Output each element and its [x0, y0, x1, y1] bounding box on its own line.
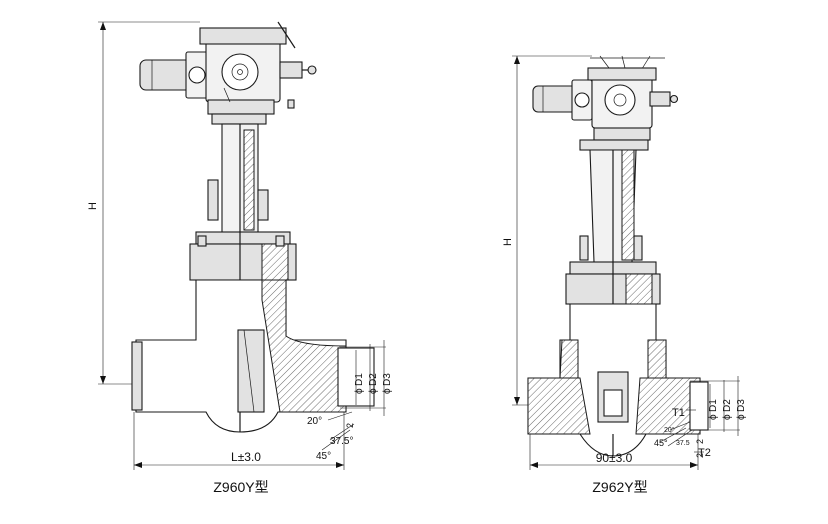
right-d3-label: D3	[736, 399, 747, 412]
right-diameter-dimensions: D1 D2 D3 ϕ ϕ ϕ	[690, 376, 747, 436]
left-body	[131, 279, 375, 433]
left-bevel-annotations: 20° 37.5° 45° 2	[307, 411, 355, 462]
valve-z960y: H	[87, 21, 393, 495]
right-body	[527, 303, 709, 457]
right-dim-2b: 2	[695, 453, 705, 458]
left-yoke	[189, 113, 297, 350]
right-angle-375: 37.5	[676, 440, 690, 447]
left-diameter-dimensions: D1 D2 D3 ϕ ϕ ϕ	[340, 340, 393, 416]
right-bevel-annotations: T1 T2 20° 37.5 45° 2 2	[654, 407, 711, 459]
left-d3-label: D3	[382, 373, 393, 386]
right-height-dimension: H	[502, 55, 592, 406]
right-l-label: 90±3.0	[596, 451, 633, 465]
left-height-dimension: H	[87, 21, 200, 385]
left-dim-2: 2	[345, 423, 355, 428]
left-phi-3: ϕ	[382, 388, 393, 394]
right-d1-label: D1	[708, 399, 719, 412]
right-t2-label: T2	[698, 447, 711, 459]
right-yoke	[565, 139, 661, 372]
left-h-label: H	[87, 202, 99, 210]
left-l-label: L±3.0	[231, 450, 261, 464]
right-t1-label: T1	[672, 407, 685, 419]
left-phi-2: ϕ	[368, 388, 379, 394]
right-length-dimension: 90±3.0	[529, 434, 699, 470]
left-length-dimension: L±3.0	[133, 412, 345, 470]
right-phi-2: ϕ	[722, 414, 733, 420]
left-model-label: Z960Y型	[213, 479, 268, 495]
left-d1-label: D1	[354, 373, 365, 386]
left-d2-label: D2	[368, 373, 379, 386]
right-actuator	[532, 55, 679, 141]
left-phi-1: ϕ	[354, 388, 365, 394]
left-angle-20: 20°	[307, 416, 322, 427]
right-phi-3: ϕ	[736, 414, 747, 420]
left-angle-375: 37.5°	[330, 436, 353, 447]
right-angle-20: 20°	[664, 426, 675, 434]
right-d2-label: D2	[722, 399, 733, 412]
right-model-label: Z962Y型	[592, 479, 647, 495]
valve-z962y: H	[502, 55, 747, 495]
left-actuator	[139, 21, 317, 115]
right-h-label: H	[502, 238, 514, 246]
right-phi-1: ϕ	[708, 414, 719, 420]
left-angle-45: 45°	[316, 451, 331, 462]
right-angle-45: 45°	[654, 438, 668, 448]
right-dim-2a: 2	[695, 439, 705, 444]
